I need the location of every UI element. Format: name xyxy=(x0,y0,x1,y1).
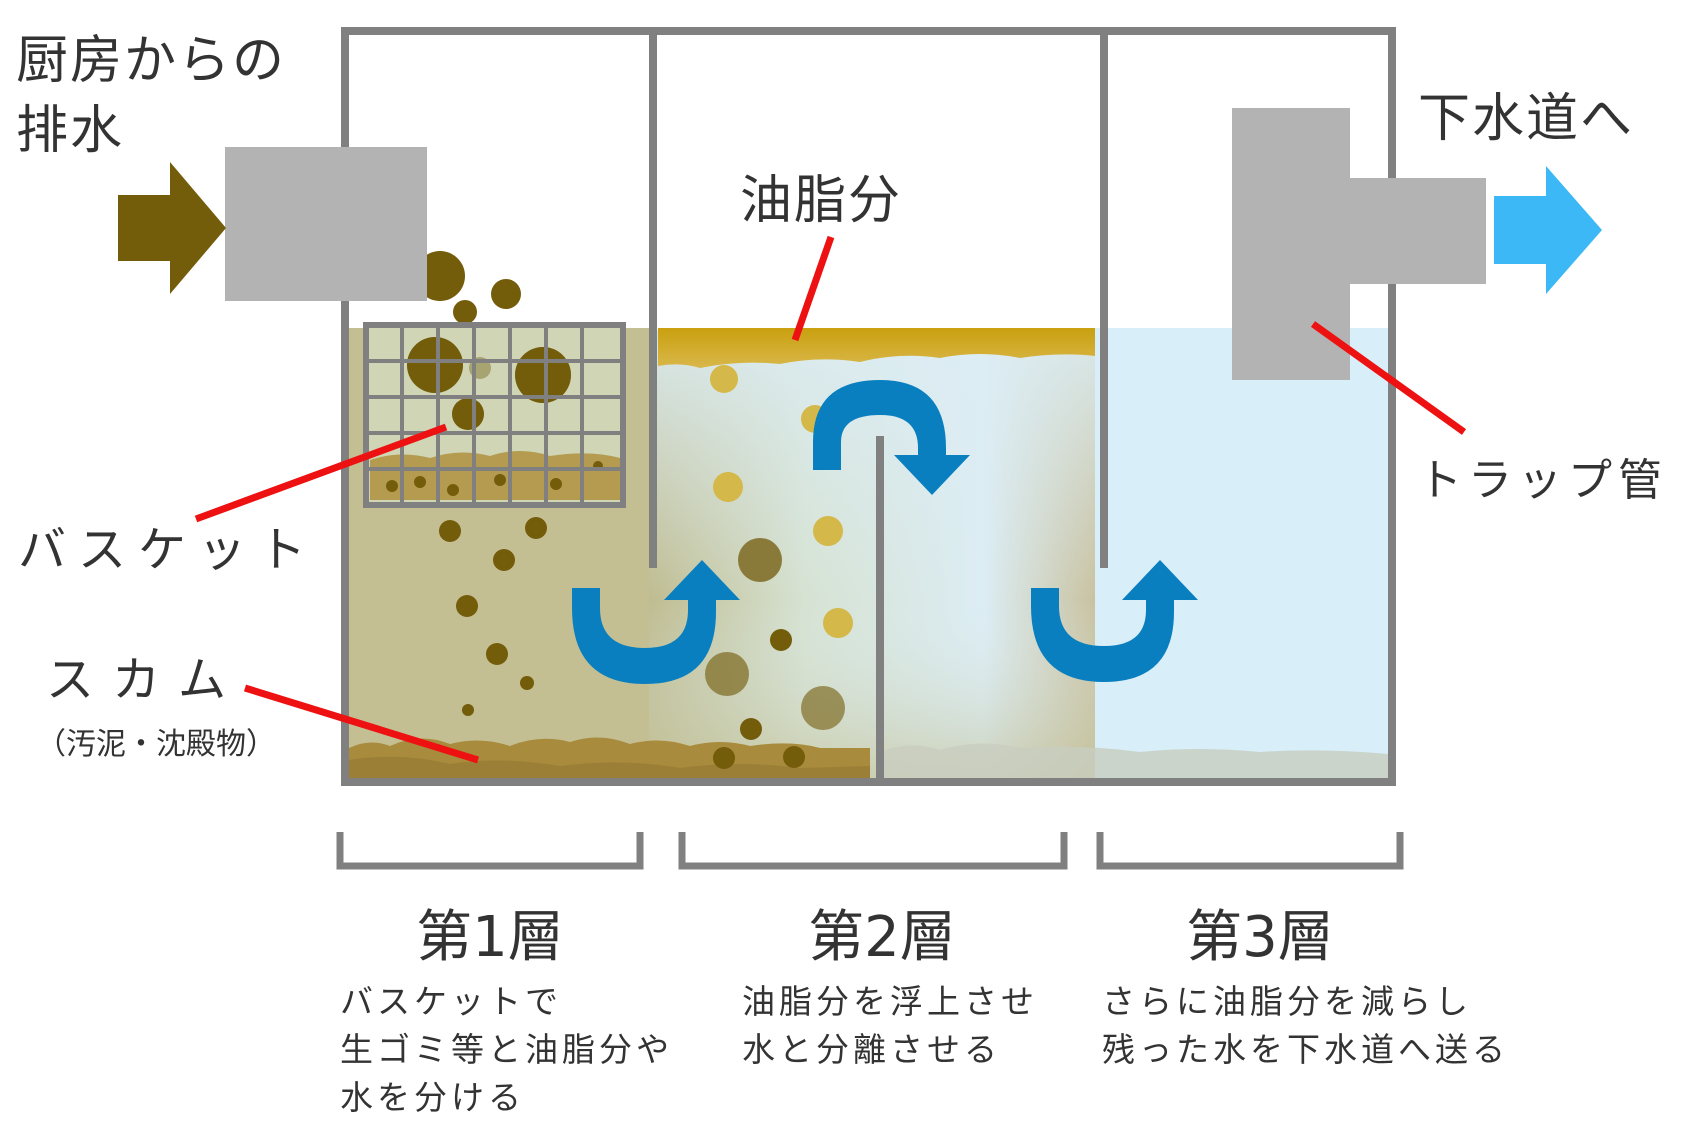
scum-label: スカム xyxy=(46,652,245,708)
layer-brackets xyxy=(336,832,1404,870)
outflow-label: 下水道へ xyxy=(1418,89,1635,149)
oil-label: 油脂分 xyxy=(740,171,903,231)
water-layer3 xyxy=(1095,328,1388,778)
layer3-title: 第3層 xyxy=(1186,905,1334,970)
oil-layer xyxy=(658,328,1095,368)
layer2-description: 油脂分を浮上させ 水と分離させる xyxy=(742,978,1038,1074)
flow-arrows xyxy=(572,380,1198,684)
inflow-pipe xyxy=(225,147,427,301)
layer2-desc-line: 水と分離させる xyxy=(742,1029,1001,1069)
layer1-desc-line: 生ゴミ等と油脂分や xyxy=(340,1029,673,1069)
layer1-title: 第1層 xyxy=(416,905,564,970)
inflow-arrow xyxy=(118,162,226,294)
basket-label: バスケット xyxy=(18,522,319,578)
inflow-label-line1: 厨房からの xyxy=(16,31,287,91)
layer1-desc-line: バスケットで xyxy=(340,982,562,1021)
layer3-description: さらに油脂分を減らし 残った水を下水道へ送る xyxy=(1102,978,1509,1074)
sludge-layer-light xyxy=(349,756,870,778)
basket xyxy=(363,322,626,508)
layer3-desc-line: さらに油脂分を減らし xyxy=(1102,982,1472,1021)
inflow-label-line2: 排水 xyxy=(16,101,125,161)
outflow-arrow xyxy=(1494,166,1602,294)
layer1-desc-line: 水を分ける xyxy=(340,1077,525,1117)
layer1-description: バスケットで 生ゴミ等と油脂分や 水を分ける xyxy=(340,978,673,1122)
layer2-desc-line: 油脂分を浮上させ xyxy=(742,982,1038,1021)
trap-pipe-label: トラップ管 xyxy=(1418,455,1668,506)
outflow-pipe xyxy=(1348,178,1486,284)
tank-walls xyxy=(341,27,1396,786)
pointer-lines xyxy=(194,235,1467,764)
layer3-desc-line: 残った水を下水道へ送る xyxy=(1102,1029,1509,1069)
residue-layer3 xyxy=(880,743,1388,778)
layer2-title: 第2層 xyxy=(808,905,956,970)
scum-note: （汚泥・沈殿物） xyxy=(36,727,276,762)
